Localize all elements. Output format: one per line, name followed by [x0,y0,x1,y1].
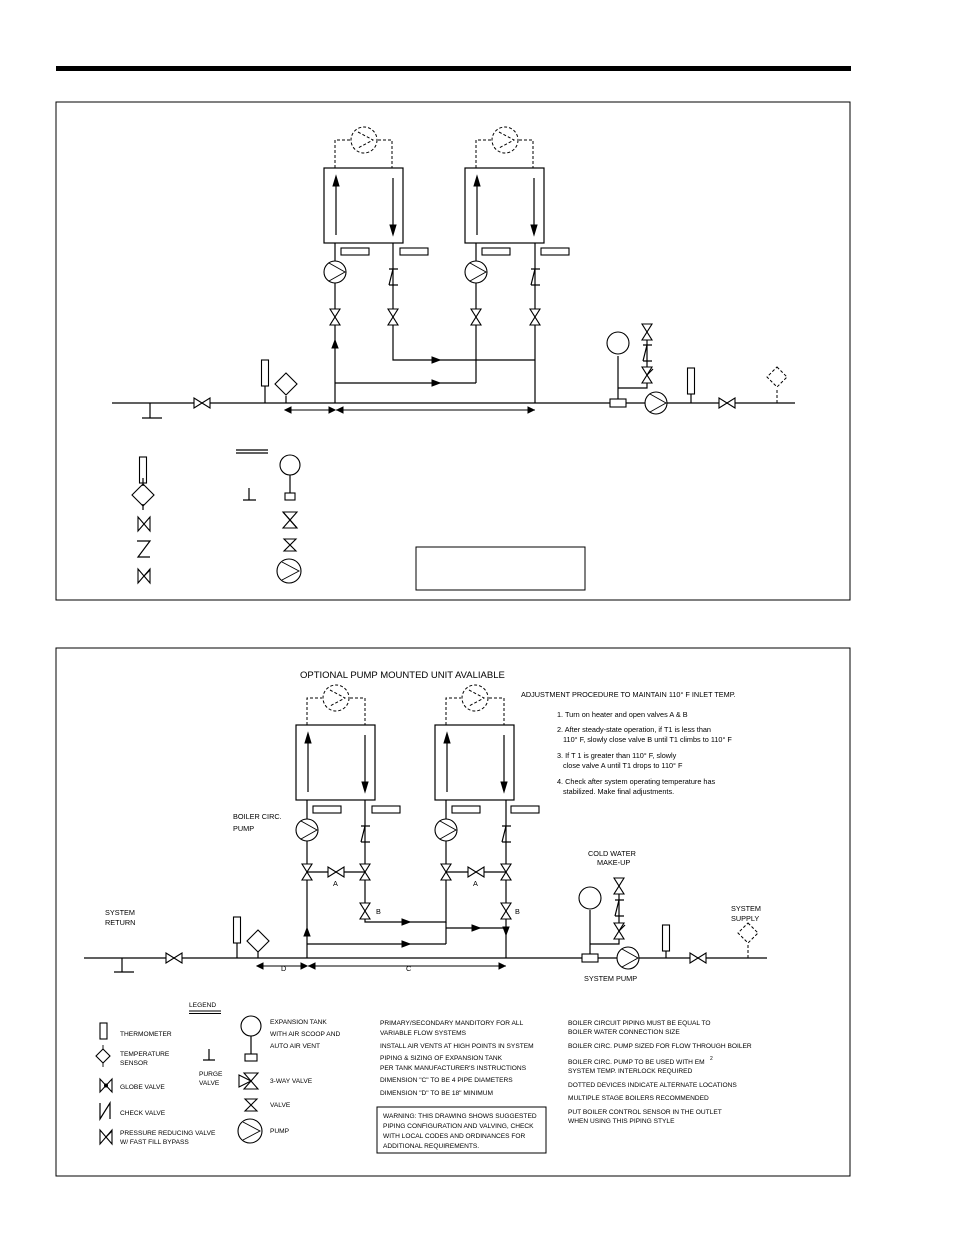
adjustment-step-4a: 4. Check after system operating temperat… [557,777,716,786]
note-mid-3: INSTALL AIR VENTS AT HIGH POINTS IN SYST… [380,1043,534,1050]
dimension-d-label: D [281,964,286,973]
legend-expansion-tank: EXPANSION TANK [270,1019,327,1026]
bottom-diagram-frame [55,647,851,1177]
top-piping-diagram [55,101,851,601]
legend-temp-sensor-2: SENSOR [120,1060,148,1067]
legend-check-valve: CHECK VALVE [120,1110,166,1117]
header-rule [56,66,851,71]
note-right-4: BOILER CIRC. PUMP TO BE USED WITH EM [568,1059,705,1066]
top-boiler-1 [323,126,429,256]
note-right-1: BOILER CIRCUIT PIPING MUST BE EQUAL TO [568,1020,711,1027]
warning-line-2: PIPING CONFIGURATION AND VALVING, CHECK [383,1123,534,1130]
valve-a-label-2: A [473,879,478,888]
warning-line-4: ADDITIONAL REQUIREMENTS. [383,1143,479,1150]
valve-a-label-1: A [333,879,338,888]
legend-title: LEGEND [189,1002,216,1009]
legend-globe-valve: GLOBE VALVE [120,1084,165,1091]
note-mid-7: DIMENSION "D" TO BE 18" MINIMUM [380,1090,493,1097]
adjustment-step-3a: 3. If T 1 is greater than 110° F, slowly [557,751,677,760]
boiler-circ-pump-label: BOILER CIRC. [233,812,282,821]
expansion-tank-icon [240,1015,262,1037]
adjustment-step-4b: stabilized. Make final adjustments. [563,787,674,796]
adjustment-step-2a: 2. After steady-state operation, if T1 i… [557,725,711,734]
temperature-sensor-icon [95,1048,111,1064]
boiler-circ-pump-label-2: PUMP [233,824,254,833]
warning-line-3: WITH LOCAL CODES AND ORDINANCES FOR [383,1133,526,1140]
warning-line-1: WARNING: THIS DRAWING SHOWS SUGGESTED [383,1113,537,1120]
legend: LEGEND THERMOMETER TEMPERATURE SENSOR GL… [95,1002,340,1146]
legend-prv: PRESSURE REDUCING VALVE [120,1130,216,1137]
system-return-label: SYSTEM [105,908,135,917]
note-mid-2: VARIABLE FLOW SYSTEMS [380,1030,467,1037]
note-right-7: MULTIPLE STAGE BOILERS RECOMMENDED [568,1095,709,1102]
bottom-piping-diagram: OPTIONAL PUMP MOUNTED UNIT AVALIABLE [55,647,851,1177]
legend-thermometer: THERMOMETER [120,1031,172,1038]
note-mid-1: PRIMARY/SECONDARY MANDITORY FOR ALL [380,1020,524,1027]
note-right-9: WHEN USING THIS PIPING STYLE [568,1118,675,1125]
legend-expansion-tank-2: WITH AIR SCOOP AND [270,1031,340,1038]
purge-valve-icon [203,1049,215,1061]
note-right-6: DOTTED DEVICES INDICATE ALTERNATE LOCATI… [568,1082,737,1089]
optional-pump-note: OPTIONAL PUMP MOUNTED UNIT AVALIABLE [300,670,505,681]
note-right-2: BOILER WATER CONNECTION SIZE [568,1029,680,1036]
em-superscript: 2 [710,1056,713,1062]
system-supply-label-2: SUPPLY [731,914,759,923]
system-return-label-2: RETURN [105,918,135,927]
legend-expansion-tank-3: AUTO AIR VENT [270,1043,320,1050]
note-mid-5: PER TANK MANUFACTURER'S INSTRUCTIONS [380,1065,527,1072]
warning-box [376,1106,547,1154]
note-mid-4: PIPING & SIZING OF EXPANSION TANK [380,1055,503,1062]
adjustment-step-2b: 110° F, slowly close valve B until T1 cl… [563,735,732,744]
adjustment-step-1: 1. Turn on heater and open valves A & B [557,710,688,719]
note-right-3: BOILER CIRC. PUMP SIZED FOR FLOW THROUGH… [568,1043,752,1050]
adjustment-step-3b: close valve A until T1 drops to 110° F [563,761,683,770]
valve-b-label-2: B [515,907,520,916]
legend-prv-2: W/ FAST FILL BYPASS [120,1139,189,1146]
notes-middle: PRIMARY/SECONDARY MANDITORY FOR ALL VARI… [380,1020,534,1097]
valve-b-label-1: B [376,907,381,916]
legend-three-way-valve: 3-WAY VALVE [270,1078,313,1085]
make-up-label: MAKE-UP [597,858,630,867]
thermometer-icon [99,1022,108,1040]
top-warning-box [415,546,586,591]
bottom-boiler-2 [434,684,540,814]
system-pump-label: SYSTEM PUMP [584,974,637,983]
note-mid-6: DIMENSION "C" TO BE 4 PIPE DIAMETERS [380,1077,513,1084]
system-supply-label: SYSTEM [731,904,761,913]
valve-icon [243,1098,259,1112]
legend-purge-2: VALVE [199,1080,220,1087]
note-right-5: SYSTEM TEMP. INTERLOCK REQUIRED [568,1068,693,1075]
adjustment-procedure: ADJUSTMENT PROCEDURE TO MAINTAIN 110° F … [521,690,736,796]
top-boiler-2 [464,126,570,256]
check-valve-icon [99,1100,111,1122]
bottom-boiler-1 [295,684,401,814]
legend-temp-sensor: TEMPERATURE [120,1051,170,1058]
legend-purge: PURGE [199,1071,223,1078]
top-diagram-frame [55,101,851,601]
cold-water-label: COLD WATER [588,849,636,858]
dimension-c-label: C [406,964,411,973]
note-right-8: PUT BOILER CONTROL SENSOR IN THE OUTLET [568,1109,722,1116]
legend-valve: VALVE [270,1102,291,1109]
adjustment-title: ADJUSTMENT PROCEDURE TO MAINTAIN 110° F … [521,690,736,699]
notes-right: BOILER CIRCUIT PIPING MUST BE EQUAL TO B… [568,1020,752,1125]
pump-icon [237,1118,263,1144]
legend-pump: PUMP [270,1128,290,1135]
